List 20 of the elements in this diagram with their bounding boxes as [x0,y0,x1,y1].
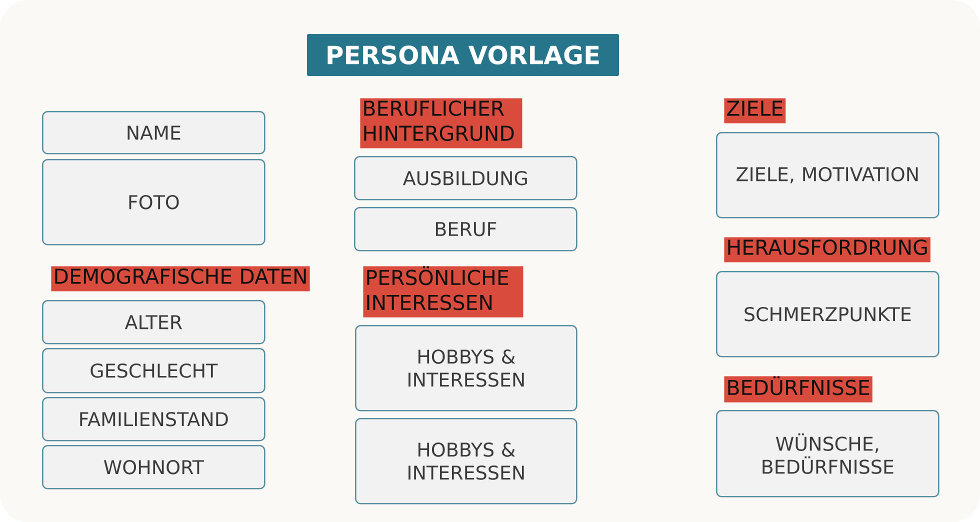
section-heading: ZIELE [724,98,786,124]
field-box: HOBBYS & INTERESSEN [355,418,578,504]
section-heading: PERSÖNLICHE INTERESSEN [363,266,524,318]
field-box: FOTO [42,159,266,246]
field-box: ALTER [42,300,266,344]
field-box: ZIELE, MOTIVATION [716,132,940,218]
field-box: NAME [42,111,266,154]
section-heading: DEMOGRAFISCHE DATEN [51,266,310,292]
field-box: FAMILIENSTAND [42,397,266,442]
title-banner: PERSONA VORLAGE [307,34,619,76]
field-box: BERUF [354,207,578,252]
field-box: WÜNSCHE, BEDÜRFNISSE [716,410,940,498]
section-heading: BERUFLICHER HINTERGRUND [360,98,522,148]
field-box: GESCHLECHT [42,348,266,394]
field-box: HOBBYS & INTERESSEN [355,325,578,412]
field-box: AUSBILDUNG [354,156,578,200]
section-heading: HERAUSFORDRUNG [724,237,930,262]
field-box: SCHMERZPUNKTE [716,271,940,358]
field-box: WOHNORT [42,445,266,490]
section-heading: BEDÜRFNISSE [724,376,872,402]
